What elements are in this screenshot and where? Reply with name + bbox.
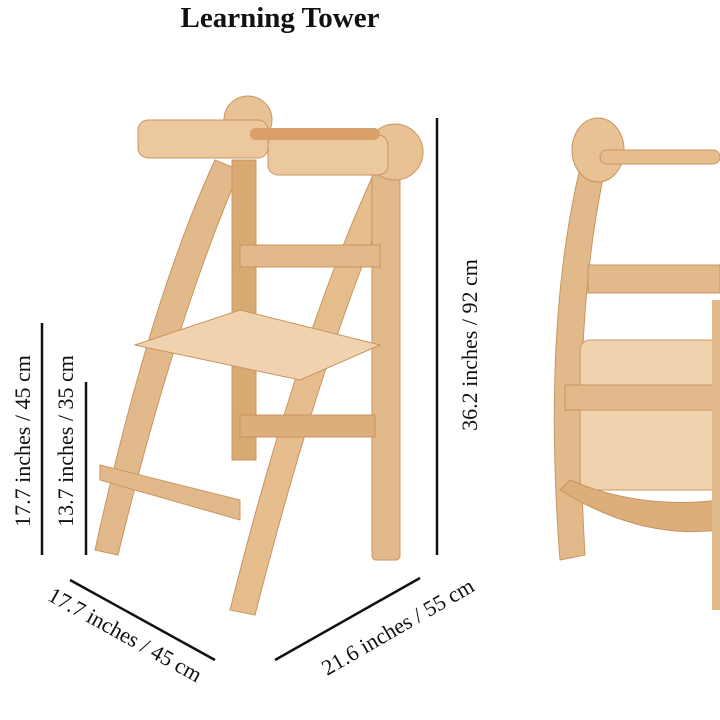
height-total-label: 36.2 inches / 92 cm	[457, 259, 482, 431]
height-lower-label: 13.7 inches / 35 cm	[53, 355, 78, 527]
learning-tower-side	[553, 117, 720, 610]
height-upper-label: 17.7 inches / 45 cm	[10, 355, 35, 527]
learning-tower-front	[94, 95, 424, 616]
width-line	[274, 576, 421, 662]
depth-line	[69, 578, 216, 662]
page-title: Learning Tower	[180, 2, 380, 34]
dimension-lines	[40, 118, 439, 662]
